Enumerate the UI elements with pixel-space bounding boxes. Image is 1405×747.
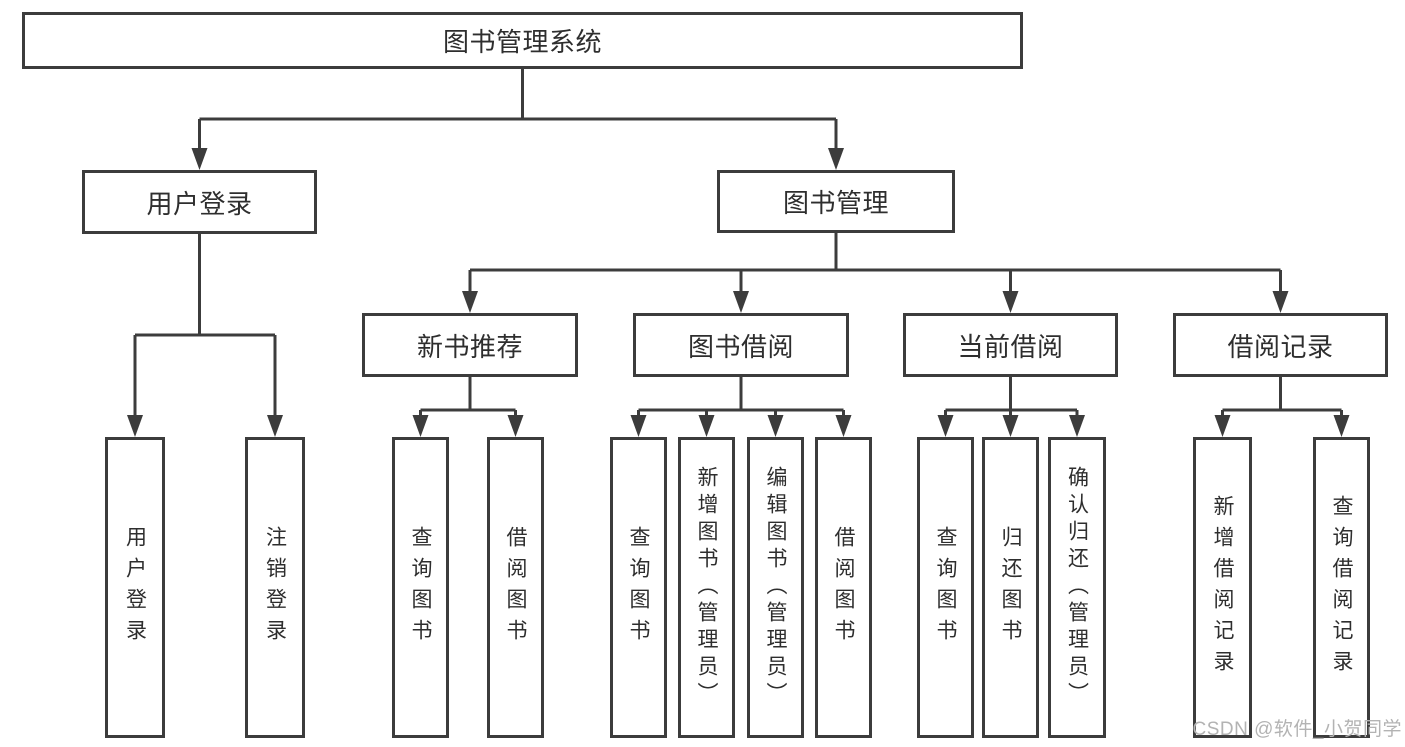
node-label: 借阅图书 — [832, 525, 855, 650]
node-label: 归还图书 — [999, 525, 1022, 650]
node-label: 查询图书 — [627, 525, 650, 650]
leaf-query-books-recommend: 查询图书 — [392, 437, 449, 738]
leaf-borrow-books-recommend: 借阅图书 — [487, 437, 544, 738]
leaf-query-books-borrow: 查询图书 — [610, 437, 667, 738]
node-book-management: 图书管理 — [717, 170, 955, 233]
node-current-borrow: 当前借阅 — [903, 313, 1118, 377]
node-new-book-recommend: 新书推荐 — [362, 313, 578, 377]
arrowhead-icon — [1002, 291, 1019, 313]
arrowhead-icon — [191, 148, 208, 170]
node-root: 图书管理系统 — [22, 12, 1023, 69]
arrowhead-icon — [733, 291, 749, 313]
arrowhead-icon — [937, 415, 954, 437]
node-label: 编辑图书（管理员） — [764, 466, 787, 709]
edges-book-management — [462, 233, 1289, 313]
node-borrow-records: 借阅记录 — [1173, 313, 1388, 377]
leaf-borrow-books: 借阅图书 — [815, 437, 872, 738]
leaf-query-books-current: 查询图书 — [917, 437, 974, 738]
arrowhead-icon — [267, 415, 283, 437]
edges-root — [191, 69, 844, 170]
edges-current-borrow — [937, 377, 1085, 437]
leaf-add-borrow-record: 新增借阅记录 — [1193, 437, 1252, 738]
node-user-login: 用户登录 — [82, 170, 317, 234]
arrowhead-icon — [630, 415, 647, 437]
node-label: 新增借阅记录 — [1211, 494, 1234, 681]
arrowhead-icon — [1272, 291, 1289, 313]
edges-user-login — [127, 234, 283, 437]
node-label: 查询图书 — [409, 525, 432, 650]
edges-new-book-recommend — [412, 377, 524, 437]
arrowhead-icon — [828, 148, 844, 170]
node-label: 注销登录 — [263, 525, 287, 650]
node-book-borrow: 图书借阅 — [633, 313, 849, 377]
arrowhead-icon — [698, 415, 715, 437]
arrowhead-icon — [767, 415, 784, 437]
leaf-confirm-return-admin: 确认归还（管理员） — [1048, 437, 1106, 738]
leaf-logout: 注销登录 — [245, 437, 305, 738]
arrowhead-icon — [412, 415, 429, 437]
node-label: 确认归还（管理员） — [1065, 466, 1089, 709]
arrowhead-icon — [127, 415, 143, 437]
node-label: 借阅图书 — [504, 525, 527, 650]
arrowhead-icon — [1069, 415, 1085, 437]
arrowhead-icon — [1333, 415, 1350, 437]
watermark: CSDN @软件_小贺同学 — [1192, 719, 1402, 740]
leaf-return-book: 归还图书 — [982, 437, 1039, 738]
edges-borrow-records — [1214, 377, 1350, 437]
arrowhead-icon — [462, 291, 478, 313]
leaf-add-book-admin: 新增图书（管理员） — [678, 437, 735, 738]
arrowhead-icon — [507, 415, 524, 437]
node-label: 用户登录 — [123, 525, 147, 650]
edges-book-borrow — [630, 377, 852, 437]
leaf-user-login: 用户登录 — [105, 437, 165, 738]
leaf-query-borrow-record: 查询借阅记录 — [1313, 437, 1370, 738]
arrowhead-icon — [1214, 415, 1231, 437]
arrowhead-icon — [1002, 415, 1019, 437]
leaf-edit-book-admin: 编辑图书（管理员） — [747, 437, 804, 738]
node-label: 查询图书 — [934, 525, 957, 650]
arrowhead-icon — [835, 415, 852, 437]
node-label: 新增图书（管理员） — [695, 466, 718, 709]
node-label: 查询借阅记录 — [1330, 494, 1353, 681]
